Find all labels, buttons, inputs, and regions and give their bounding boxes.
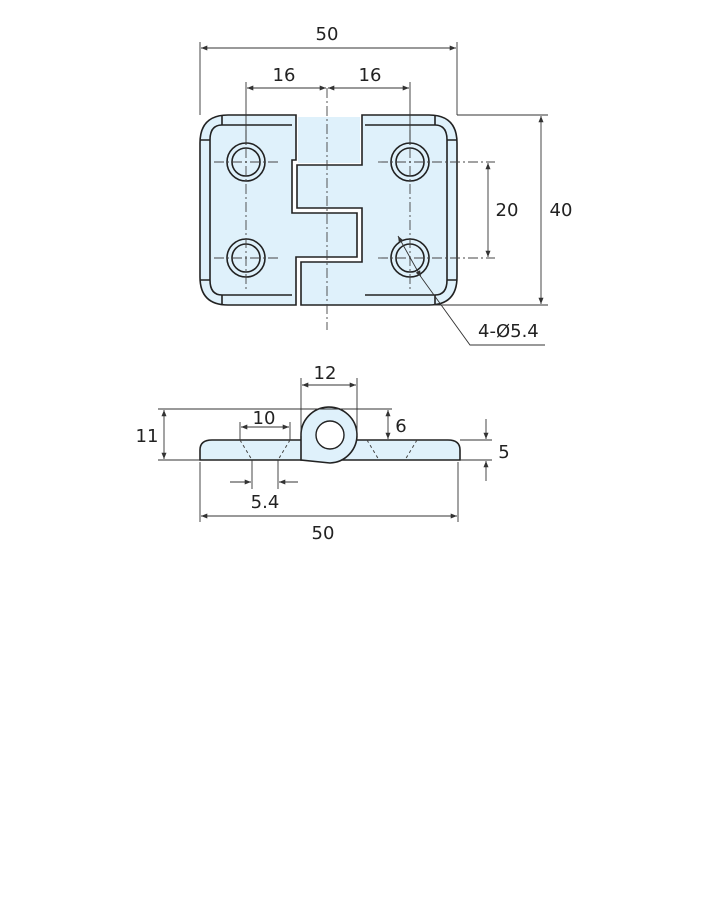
dim-overall-width: 50: [316, 24, 339, 45]
top-knuckle: [298, 117, 360, 163]
hole-callout: 4-Ø5.4: [478, 321, 539, 342]
top-view: 50 16 16 40 20 4-Ø5.4: [199, 24, 573, 346]
dim-countersink: 10: [253, 408, 276, 429]
dim-hole-diameter: 5.4: [251, 492, 280, 513]
pin-hole: [315, 420, 345, 450]
dim-hole-spacing: 20: [496, 200, 519, 221]
dim-hole-offset-right: 16: [359, 65, 382, 86]
dim-hole-offset-left: 16: [273, 65, 296, 86]
countersink-hidden-lines: [239, 439, 418, 461]
dim-side-overall-width: 50: [312, 523, 335, 544]
dim-plate-thickness: 5: [498, 442, 509, 463]
side-view: 12 11 10 6 5 5.4 50: [136, 363, 510, 544]
dim-total-height: 11: [136, 426, 159, 447]
left-leaf: [199, 114, 358, 306]
dim-overall-height: 40: [550, 200, 573, 221]
dim-knuckle-width: 12: [314, 363, 337, 384]
dim-knuckle-above-plate: 6: [395, 416, 406, 437]
